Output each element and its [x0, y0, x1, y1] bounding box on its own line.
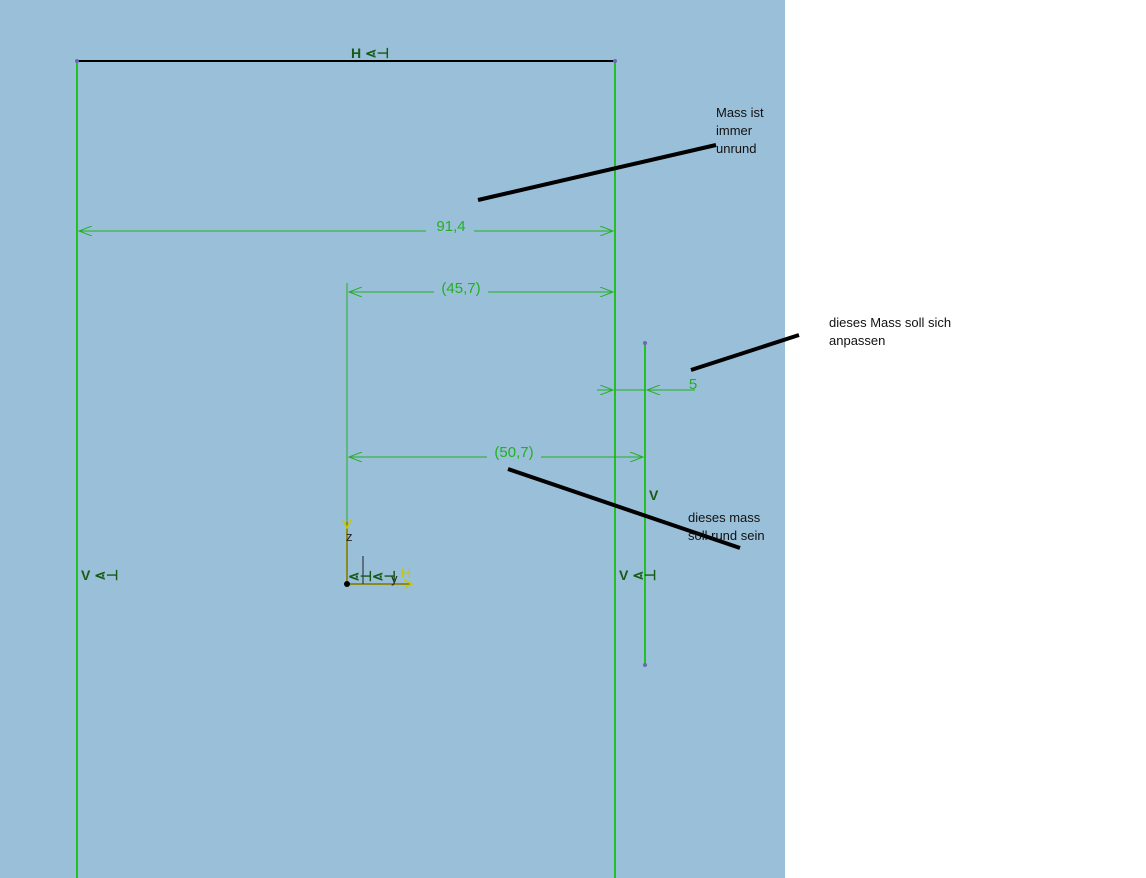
axis-h-label: H	[401, 565, 411, 581]
dimension-total-width-label: 91,4	[436, 218, 465, 235]
annotation-note-2: dieses Mass soll sich anpassen	[829, 315, 952, 348]
annotation-line-2	[690, 333, 800, 372]
sketch-viewport[interactable]	[0, 0, 785, 878]
dimension-half-width[interactable]: (45,7)	[346, 278, 613, 522]
origin-axis-system[interactable]: z y H ⋖⊣⋖⊣	[342, 519, 414, 589]
origin-constraint-symbol: ⋖⊣⋖⊣	[348, 568, 396, 584]
dimension-center-to-line[interactable]: (50,7)	[349, 442, 643, 461]
axis-z-label: z	[346, 529, 353, 544]
top-line-constraint-symbol[interactable]: H ⋖⊣	[351, 45, 389, 61]
dimension-total-width[interactable]: 91,4	[79, 218, 613, 236]
offset-line-bottom-point[interactable]	[643, 663, 647, 667]
dimension-half-width-label: (45,7)	[441, 280, 480, 297]
right-line-constraint-symbol[interactable]: V ⋖⊣	[619, 567, 656, 583]
annotation-line-3	[507, 467, 741, 550]
left-line-constraint-symbol[interactable]: V ⋖⊣	[81, 567, 118, 583]
dimension-offset-label: 5	[689, 376, 697, 393]
dimension-offset[interactable]: 5	[597, 376, 697, 393]
top-right-point[interactable]	[613, 59, 617, 63]
offset-line-top-point[interactable]	[643, 341, 647, 345]
top-left-point[interactable]	[75, 59, 79, 63]
annotation-note-3: dieses mass soll rund sein	[688, 510, 765, 543]
dimension-center-to-line-label: (50,7)	[494, 444, 533, 461]
annotation-line-1	[477, 143, 717, 202]
annotation-note-1: Mass ist immer unrund	[716, 105, 764, 156]
axis-y-label: y	[391, 571, 398, 586]
offset-line-constraint-symbol[interactable]: V	[649, 487, 659, 503]
